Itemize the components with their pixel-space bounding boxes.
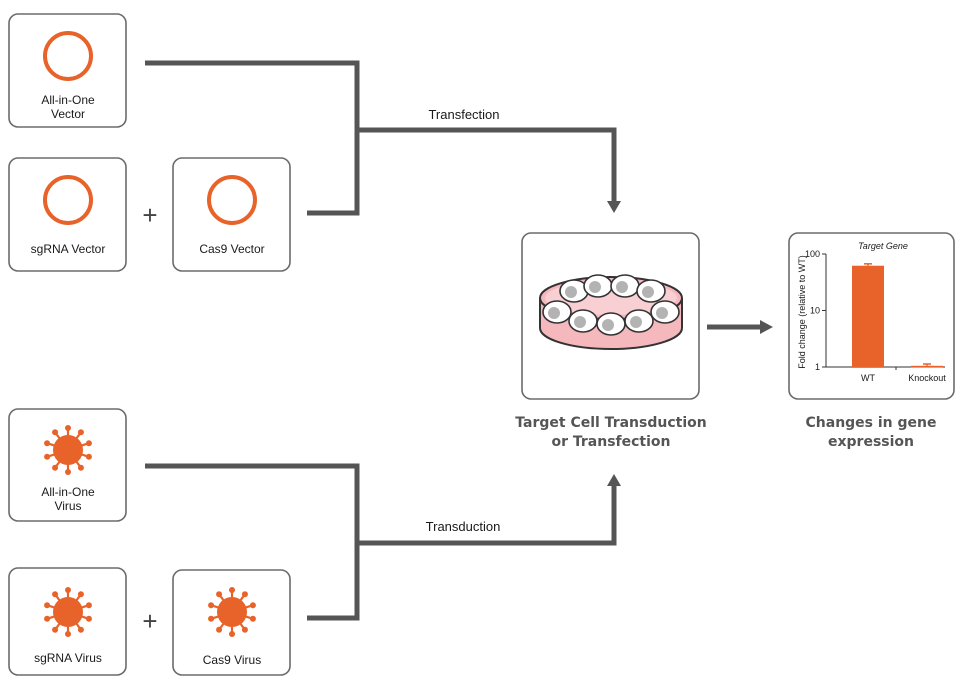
virus-icon [208,587,256,637]
sgrna-vector-box: sgRNA Vector [8,157,127,272]
chart-title: Target Gene [858,241,908,251]
cas9-virus-label: Cas9 Virus [203,653,261,667]
plasmid-icon [207,175,257,225]
result-arrowhead [760,320,773,334]
all-in-one-vector-label-2: Vector [51,107,85,121]
cell-nucleus [589,281,601,293]
y-tick-label: 10 [810,306,820,316]
cell-nucleus [642,286,654,298]
result-caption-2: expression [828,434,914,450]
plasmid-icon [43,31,93,81]
result-box: Target Gene Fold change (relative to WT)… [788,232,955,450]
transfection-arrowhead [607,201,621,213]
transduction-label: Transduction [426,519,501,534]
transduction-connector [145,463,617,621]
transfection-label: Transfection [428,107,499,122]
target-cell-caption-1: Target Cell Transduction [515,415,706,431]
plus-sign: + [142,606,157,636]
chart-ylabel: Fold change (relative to WT) [797,255,807,369]
bar [852,265,884,367]
all-in-one-vector-box: All-in-One Vector [8,13,127,128]
virus-icon [44,587,92,637]
plus-sign: + [142,200,157,230]
y-tick-label: 100 [805,249,820,259]
y-tick-label: 1 [815,362,820,372]
all-in-one-virus-box: All-in-One Virus [8,408,127,522]
cell-nucleus [574,316,586,328]
cell-nucleus [616,281,628,293]
cell-nucleus [548,307,560,319]
x-tick-label: WT [861,373,875,383]
target-cell-box: Target Cell Transduction or Transfection [515,232,707,450]
all-in-one-vector-label-1: All-in-One [41,93,95,107]
cell-nucleus [656,307,668,319]
plasmid-icon [43,175,93,225]
cells-group [542,274,680,336]
bar [911,365,943,368]
cas9-vector-label: Cas9 Vector [199,242,264,256]
cell-nucleus [565,286,577,298]
result-caption-1: Changes in gene [806,415,937,431]
cell-nucleus [602,319,614,331]
sgrna-vector-label: sgRNA Vector [31,242,106,256]
cas9-virus-box: Cas9 Virus [172,569,291,676]
sgrna-virus-label: sgRNA Virus [34,651,102,665]
petri-dish-icon [539,274,683,350]
transduction-arrowhead [607,474,621,486]
target-cell-caption-2: or Transfection [551,434,670,450]
sgrna-virus-box: sgRNA Virus [8,567,127,676]
transfection-connector [145,60,617,216]
fold-change-chart: Target Gene Fold change (relative to WT)… [797,241,946,383]
virus-icon [44,425,92,475]
cell-nucleus [630,316,642,328]
cas9-vector-box: Cas9 Vector [172,157,291,272]
all-in-one-virus-label-2: Virus [54,499,81,513]
x-tick-label: Knockout [908,373,946,383]
all-in-one-virus-label-1: All-in-One [41,485,95,499]
